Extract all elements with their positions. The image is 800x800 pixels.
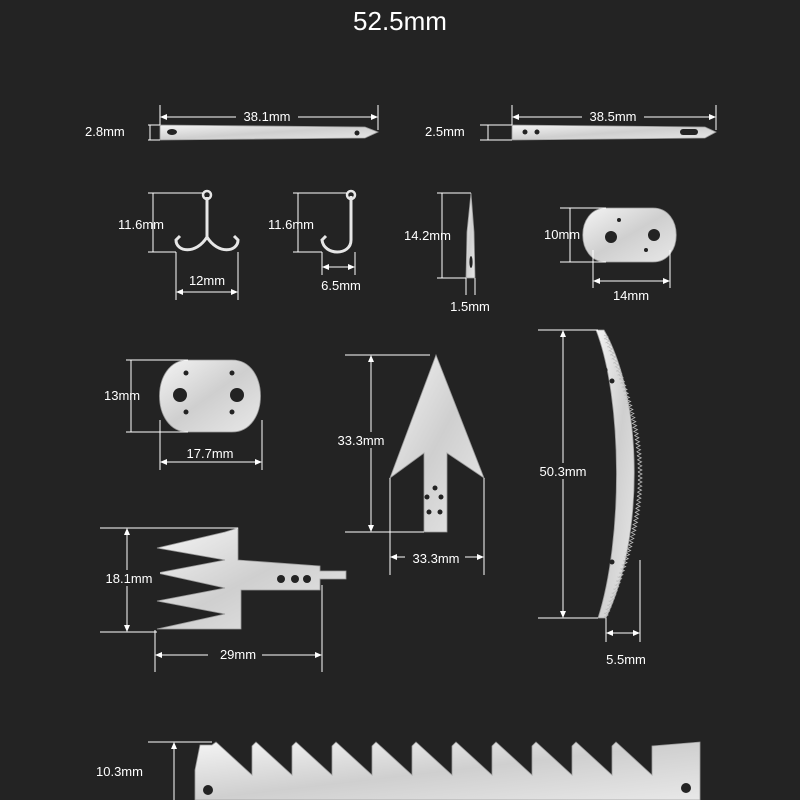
awl-needle-width-dimension — [465, 278, 476, 295]
fish-spear-height-label: 18.1mm — [106, 571, 153, 586]
needle-2-thickness-dimension — [480, 124, 512, 141]
needle-2-thickness-label: 2.5mm — [425, 124, 465, 139]
arrowhead-height-label: 33.3mm — [338, 433, 385, 448]
curved-saw-width-label: 5.5mm — [606, 652, 646, 667]
large-washer-height-label: 13mm — [104, 388, 140, 403]
large-washer: 13mm 17.7mm — [104, 359, 263, 470]
curved-saw-height-label: 50.3mm — [540, 464, 587, 479]
treble-hook-height-dimension — [148, 192, 203, 253]
fish-spear-width-label: 29mm — [220, 647, 256, 662]
single-hook-height-dimension — [293, 192, 347, 253]
needle-1-length-label: 38.1mm — [244, 109, 291, 124]
needle-1-thickness-dimension — [148, 124, 160, 141]
small-washer-width-dimension — [592, 250, 671, 288]
large-washer-height-dimension — [126, 359, 188, 433]
small-washer-width-label: 14mm — [613, 288, 649, 303]
needle-2: 38.5mm 2.5mm — [425, 105, 717, 141]
awl-needle-height-dimension — [437, 192, 471, 279]
small-washer: 10mm 14mm — [544, 207, 677, 303]
small-washer-height-dimension — [560, 207, 606, 263]
saw-blade-height-dimension — [148, 741, 212, 800]
small-washer-height-label: 10mm — [544, 227, 580, 242]
single-hook-width-dimension — [321, 252, 356, 275]
treble-hook-width-label: 12mm — [189, 273, 225, 288]
large-washer-width-dimension — [159, 420, 263, 470]
needle-1: 38.1mm 2.8mm — [85, 105, 380, 141]
single-hook-width-label: 6.5mm — [321, 278, 361, 293]
large-washer-width-label: 17.7mm — [187, 446, 234, 461]
curved-saw: 50.3mm 5.5mm — [532, 329, 646, 667]
needle-1-thickness-label: 2.8mm — [85, 124, 125, 139]
fish-spear: 18.1mm 29mm — [98, 527, 347, 672]
page-title: 52.5mm — [353, 6, 447, 36]
curved-saw-width-dimension — [605, 560, 641, 642]
treble-hook: 11.6mm 6.5mm 12mm — [118, 189, 240, 300]
arrowhead-width-label: 33.3mm — [413, 551, 460, 566]
needle-2-length-label: 38.5mm — [590, 109, 637, 124]
treble-hook-height-label: 11.6mm — [118, 217, 164, 232]
awl-needle-height-label: 14.2mm — [404, 228, 451, 243]
single-hook: 11.6mm 6.5mm — [268, 189, 361, 293]
saw-blade-height-label: 10.3mm — [96, 764, 143, 779]
awl-needle: 14.2mm 1.5mm — [404, 192, 490, 314]
awl-needle-width-label: 1.5mm — [450, 299, 490, 314]
single-hook-height-label: 11.6mm — [268, 217, 314, 232]
saw-blade: 10.3mm — [96, 741, 701, 800]
treble-hook-width-dimension — [175, 252, 239, 300]
arrowhead: 33.3mm 33.3mm — [331, 353, 485, 575]
